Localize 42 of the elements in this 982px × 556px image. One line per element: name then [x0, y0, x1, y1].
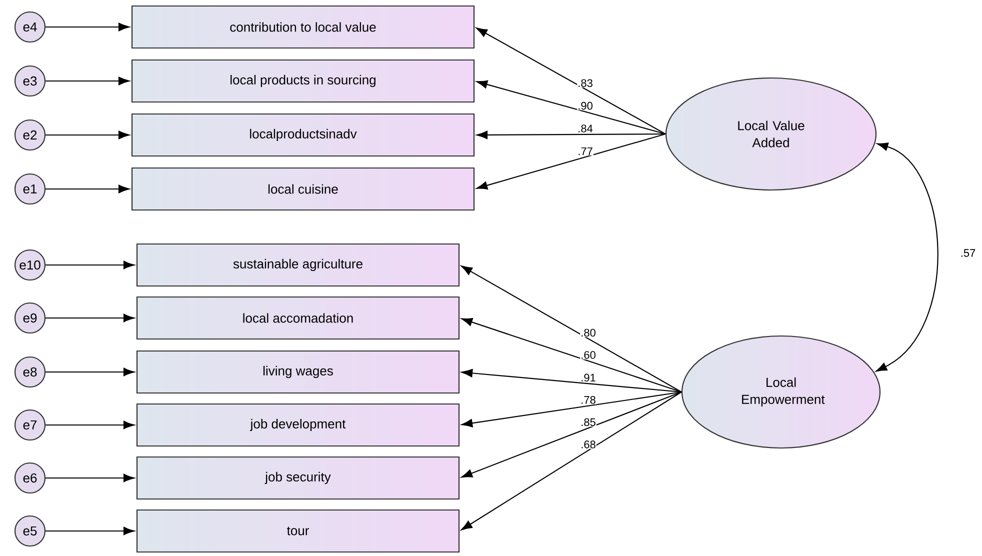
edge-label: .57	[960, 248, 976, 258]
edge-label: .68	[580, 440, 596, 449]
arrow	[461, 369, 682, 393]
arrow	[46, 314, 135, 322]
arrow	[461, 392, 682, 530]
arrow	[46, 260, 135, 270]
variable-box: localproductsinadv	[131, 113, 475, 157]
edge-label: .85	[580, 418, 596, 427]
arrow	[46, 368, 135, 376]
variable-box: job development	[136, 403, 460, 447]
edge-label: .78	[580, 396, 596, 404]
edge-label: .90	[577, 101, 594, 110]
arrow	[476, 133, 666, 190]
arrow	[46, 22, 130, 32]
edge-label: .91	[580, 373, 596, 382]
arrow	[46, 184, 130, 194]
variable-box: local accomadation	[136, 296, 460, 340]
variable-box: contribution to local value	[131, 5, 475, 49]
arrow	[46, 76, 130, 86]
arrow	[461, 318, 682, 393]
variable-box: sustainable agriculture	[136, 243, 460, 287]
variable-box: living wages	[136, 350, 460, 394]
variable-box: local cuisine	[131, 167, 475, 211]
arrow	[46, 420, 135, 430]
arrow	[461, 391, 682, 428]
arrow	[476, 80, 666, 135]
variable-box: job security	[136, 456, 460, 500]
arrow	[46, 474, 135, 482]
edge-label: .77	[577, 146, 594, 156]
arrow	[46, 526, 135, 536]
arrow	[461, 266, 682, 392]
curved-arrow	[876, 142, 938, 372]
arrow	[461, 391, 682, 478]
arrow	[476, 130, 666, 140]
variable-box: local products in sourcing	[131, 59, 475, 103]
variable-box: tour	[136, 509, 460, 553]
edge-label: .80	[580, 328, 596, 338]
edge-label: .83	[577, 78, 594, 88]
edge-label: .60	[580, 350, 596, 360]
edge-label: .84	[577, 124, 594, 133]
arrow	[476, 28, 666, 134]
arrow	[46, 130, 130, 140]
